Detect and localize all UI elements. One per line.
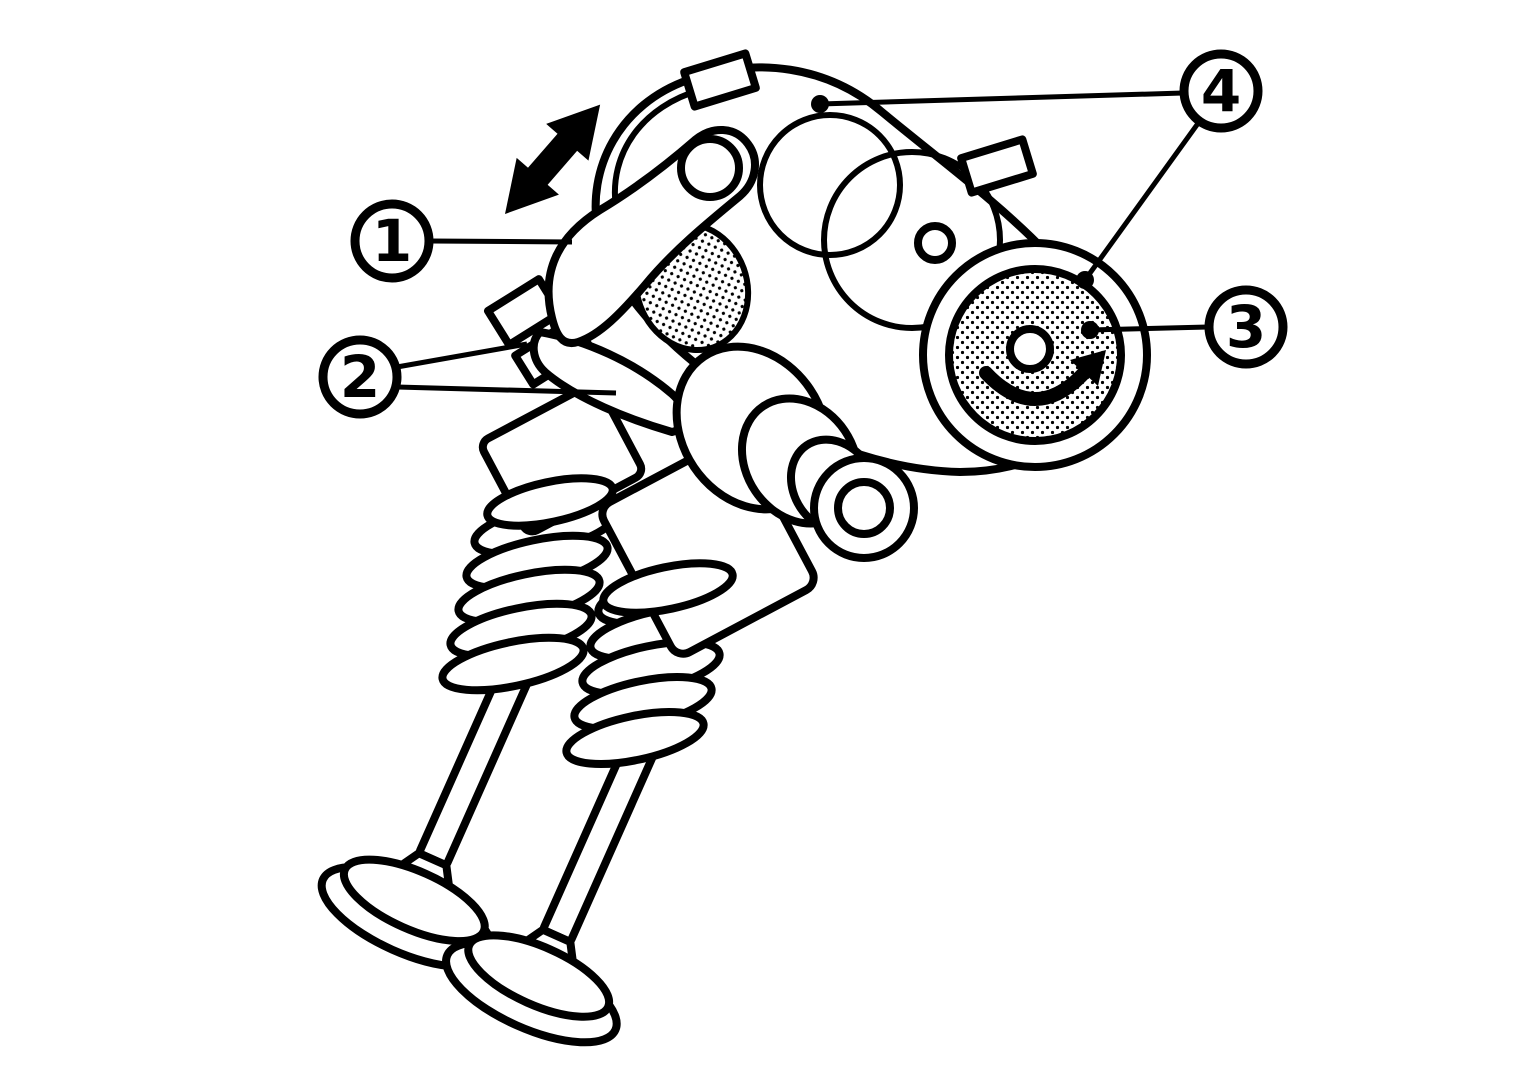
spring-retainer-left (483, 474, 617, 530)
callout-2: 2 (318, 335, 617, 419)
callout-2-label: 2 (340, 343, 380, 411)
callout-2-leader-b (396, 384, 617, 396)
camshaft-end-face (919, 239, 1151, 471)
callout-1-leader (429, 238, 573, 245)
rotation-arrow-icon (979, 350, 1106, 406)
spring-retainer-right (599, 559, 737, 617)
mounting-tab-left (680, 49, 760, 111)
bearing-boss-2 (821, 149, 1003, 331)
callout-4: 4 (811, 49, 1263, 289)
callout-3: 3 (1081, 285, 1288, 369)
oil-hole (914, 222, 956, 264)
callout-1: 1 (350, 199, 573, 283)
callout-4-bubble (1179, 49, 1263, 133)
end-face-hub (1006, 325, 1054, 373)
finger-follower (529, 328, 689, 436)
valve-left (317, 658, 535, 971)
callout-4-target-dot-b (1076, 271, 1094, 289)
callout-4-label: 4 (1201, 57, 1241, 125)
callout-3-bubble (1204, 285, 1288, 369)
callout-3-leader (1089, 324, 1209, 333)
valve-right (442, 730, 661, 1047)
valve-head-rim (339, 855, 489, 946)
callout-2-leader-a (396, 341, 528, 370)
cam-nose (672, 342, 918, 562)
callout-3-label: 3 (1226, 293, 1266, 361)
callout-3-target-dot (1081, 321, 1099, 339)
callout-1-label: 1 (372, 207, 412, 275)
callout-2-bubble (318, 335, 402, 419)
callout-1-bubble (350, 199, 434, 283)
rocker-arm (544, 125, 759, 348)
rocker-pivot-hole (677, 135, 743, 201)
bearing-boss-1 (757, 112, 903, 258)
slide-direction-arrow-icon (505, 104, 601, 214)
callout-4-leader-a (819, 90, 1184, 107)
callout-4-target-dot-a (811, 95, 829, 113)
valve-head-rim (464, 931, 614, 1021)
valve-spring-left (438, 497, 620, 695)
housing-inner-edge (611, 87, 701, 209)
mounting-tab-right (957, 135, 1037, 197)
callout-4-leader-b (1082, 120, 1202, 282)
